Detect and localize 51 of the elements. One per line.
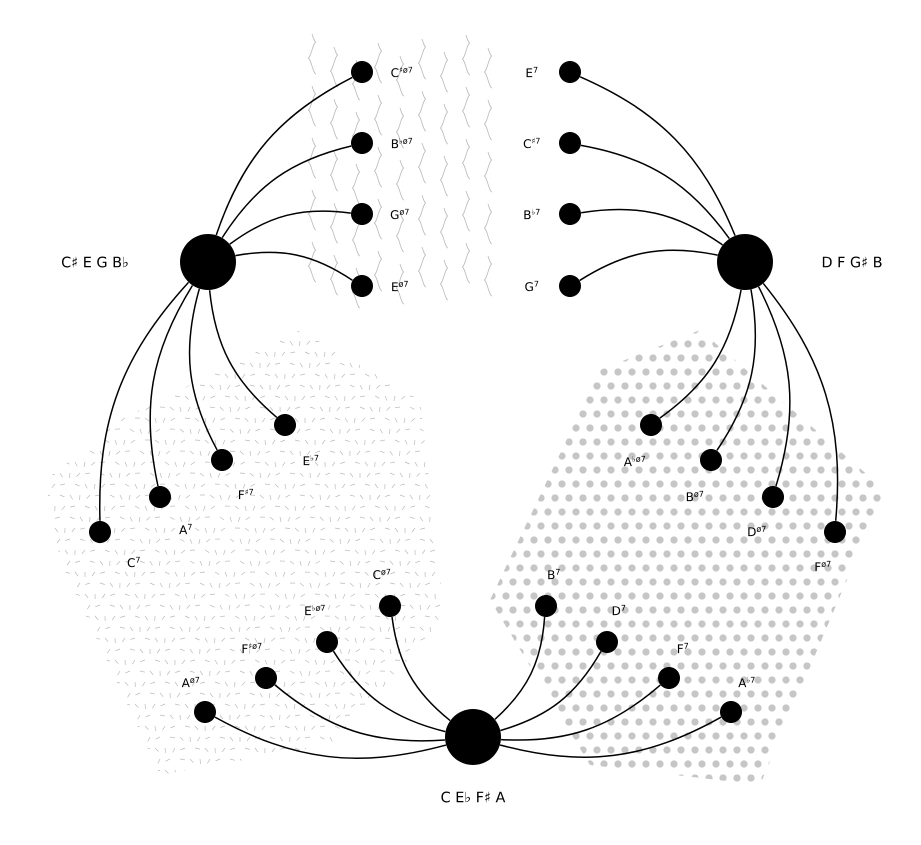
connector-line — [222, 145, 352, 238]
connector-line — [716, 289, 756, 451]
chord-label: F$^{7}$ — [678, 642, 688, 654]
connector-line — [659, 290, 742, 419]
connector-line — [580, 76, 736, 236]
chord-label: A$^{7}$ — [179, 524, 192, 534]
chord-label: F$^{ø7}$ — [816, 560, 831, 572]
connector-line — [391, 616, 451, 722]
chord-label: D$^{7}$ — [612, 604, 626, 616]
chord-label: B$^{♭7}$ — [524, 208, 540, 220]
connector-line — [214, 716, 446, 759]
chord-label: C$^{ø7}$ — [373, 568, 390, 580]
chord-label: G$^{ø7}$ — [390, 208, 409, 220]
connector-line — [332, 650, 446, 732]
connector-line — [501, 684, 661, 741]
chord-label: C$^{♯7}$ — [524, 138, 540, 148]
chord-label: C$^{♯ø7}$ — [391, 66, 412, 78]
chord-label: F$^{♯7}$ — [239, 488, 253, 500]
chord-label: G$^{7}$ — [525, 280, 538, 292]
chord-label: D$^{ø7}$ — [748, 526, 766, 536]
chord-label: A$^{ø7}$ — [182, 676, 200, 688]
chord-label: D F G♯ B — [822, 256, 882, 268]
connector-line — [216, 76, 353, 236]
connector-line — [581, 208, 723, 246]
connector-line — [579, 249, 718, 282]
chord-label: B$^{♭ø7}$ — [392, 138, 412, 148]
chord-label: F$^{♯ø7}$ — [242, 642, 262, 654]
chord-label: A$^{♭7}$ — [738, 676, 755, 688]
chord-label: A$^{♭ø7}$ — [624, 456, 646, 466]
connector-line — [580, 144, 730, 240]
chord-label: C♯ E G B♭ — [62, 256, 128, 268]
connector-line — [208, 290, 278, 418]
connector-line — [500, 651, 602, 732]
connector-line — [494, 617, 546, 720]
chord-label: E$^{♭ø7}$ — [305, 604, 325, 616]
connector-line — [762, 283, 838, 521]
connector-line — [99, 282, 190, 521]
chord-label: E$^{ø7}$ — [392, 280, 408, 292]
connector-line — [149, 285, 194, 486]
connector-line — [235, 252, 353, 281]
connector-line — [274, 684, 445, 742]
chord-label: B$^{7}$ — [548, 568, 560, 580]
chord-label: E$^{♭7}$ — [304, 454, 318, 466]
chord-label: C E♭ F♯ A — [441, 792, 506, 802]
connector-line — [758, 286, 791, 486]
connector-line — [188, 288, 218, 450]
chord-label: C$^{7}$ — [128, 556, 140, 568]
chord-label: E$^{7}$ — [526, 66, 538, 78]
connector-line — [229, 210, 351, 245]
chord-label: B$^{ø7}$ — [686, 490, 704, 502]
connector-line — [500, 716, 722, 758]
